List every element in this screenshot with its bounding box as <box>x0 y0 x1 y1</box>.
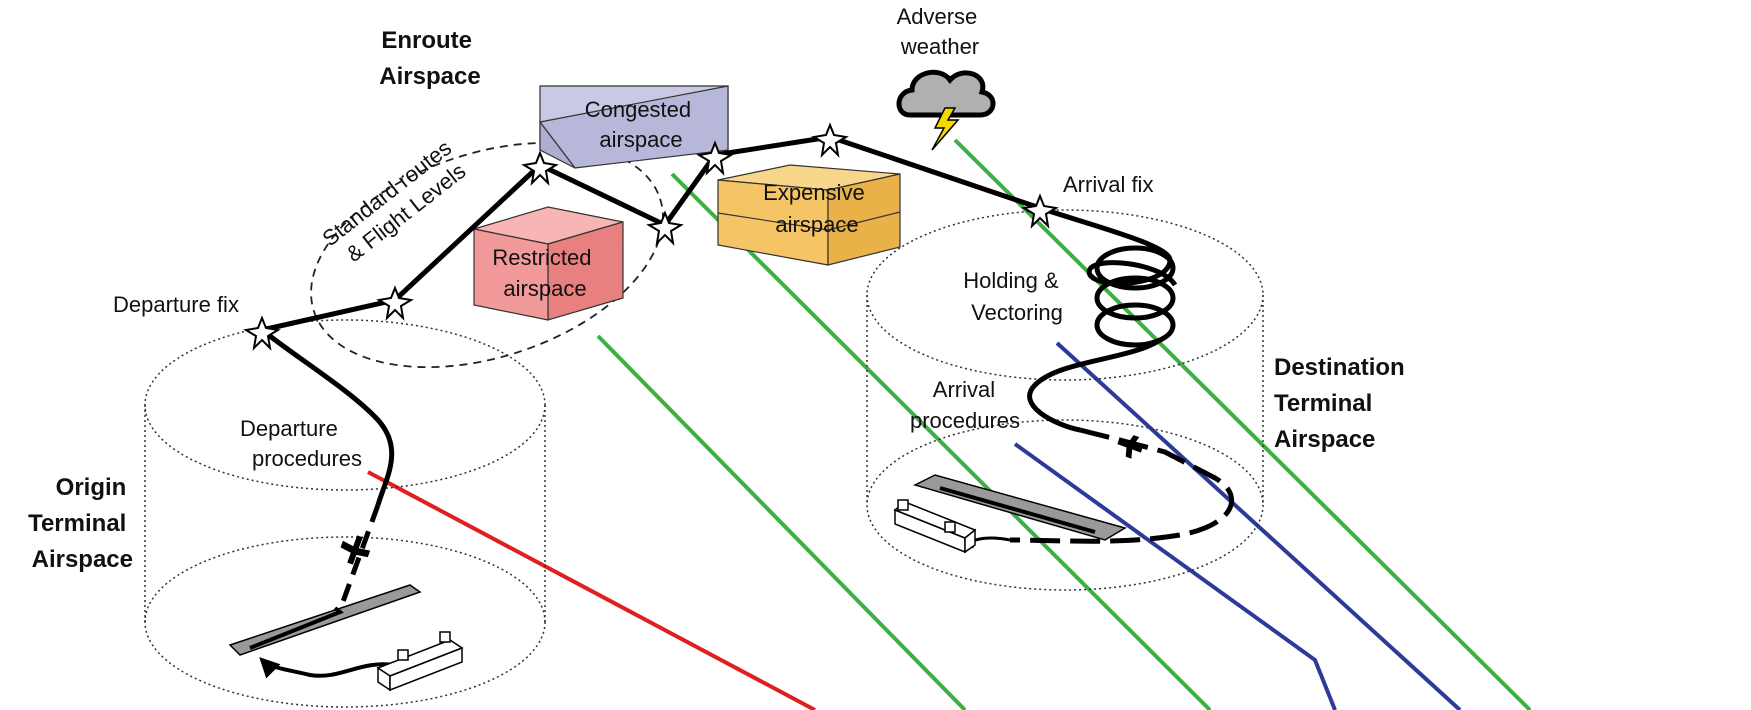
holding-pattern-coil <box>1027 205 1178 433</box>
arrival-fix-label: Arrival fix <box>1063 172 1153 197</box>
destination-terminal-building <box>893 499 977 554</box>
blue-leader-line-holding <box>1055 341 1462 710</box>
congested-airspace-label: Congested airspace <box>585 97 698 152</box>
departure-climb-path <box>260 328 395 506</box>
waypoint-icon-3 <box>646 210 684 246</box>
enroute-airspace-title: Enroute Airspace <box>379 27 480 90</box>
origin-terminal-cylinder <box>144 319 546 708</box>
arrival-procedures-label: Arrival procedures <box>910 377 1020 433</box>
restricted-airspace-box <box>473 206 624 321</box>
arriving-airplane-icon <box>1117 435 1143 459</box>
departure-dashed-climb <box>337 504 381 611</box>
green-leader-line-restricted <box>596 334 967 710</box>
origin-taxi-path <box>259 657 396 679</box>
red-leader-line <box>367 470 816 710</box>
green-leader-line-weather <box>953 138 1532 710</box>
waypoint-icon-4 <box>696 140 734 176</box>
waypoint-stars <box>243 122 1059 351</box>
congested-airspace-prism <box>538 85 729 169</box>
origin-terminal-building <box>376 631 464 692</box>
expensive-airspace-box <box>717 164 901 266</box>
adverse-weather-label: Adverse weather <box>897 4 984 59</box>
enroute-standard-routes-ellipse <box>310 141 664 369</box>
storm-cloud-icon <box>896 69 996 151</box>
waypoint-icon-5 <box>811 122 849 158</box>
blue-leader-line-arrival <box>1013 442 1337 710</box>
departure-fix-icon <box>243 315 281 351</box>
lightning-bolt-icon <box>931 107 960 151</box>
expensive-airspace-label: Expensive airspace <box>763 180 871 237</box>
waypoint-icon-1 <box>376 285 414 321</box>
waypoint-icon-2 <box>521 150 559 186</box>
arrival-approach-path <box>1009 427 1234 544</box>
arrival-fix-icon <box>1021 193 1059 229</box>
destination-terminal-airspace-title: Destination Terminal Airspace <box>1274 354 1411 453</box>
departing-airplane-icon <box>340 535 371 565</box>
green-leader-line-congested <box>670 172 1212 710</box>
destination-runway <box>912 474 1127 541</box>
restricted-airspace-label: Restricted airspace <box>492 245 597 301</box>
departure-procedures-label: Departure procedures <box>240 416 362 471</box>
departure-fix-label: Departure fix <box>113 292 239 317</box>
standard-routes-label: Standard routes & Flight Levels <box>317 131 477 272</box>
origin-runway <box>228 584 422 656</box>
destination-terminal-cylinder <box>866 209 1264 591</box>
holding-vectoring-label: Holding & Vectoring <box>963 268 1065 325</box>
origin-terminal-airspace-title: Origin Terminal Airspace <box>28 474 133 573</box>
